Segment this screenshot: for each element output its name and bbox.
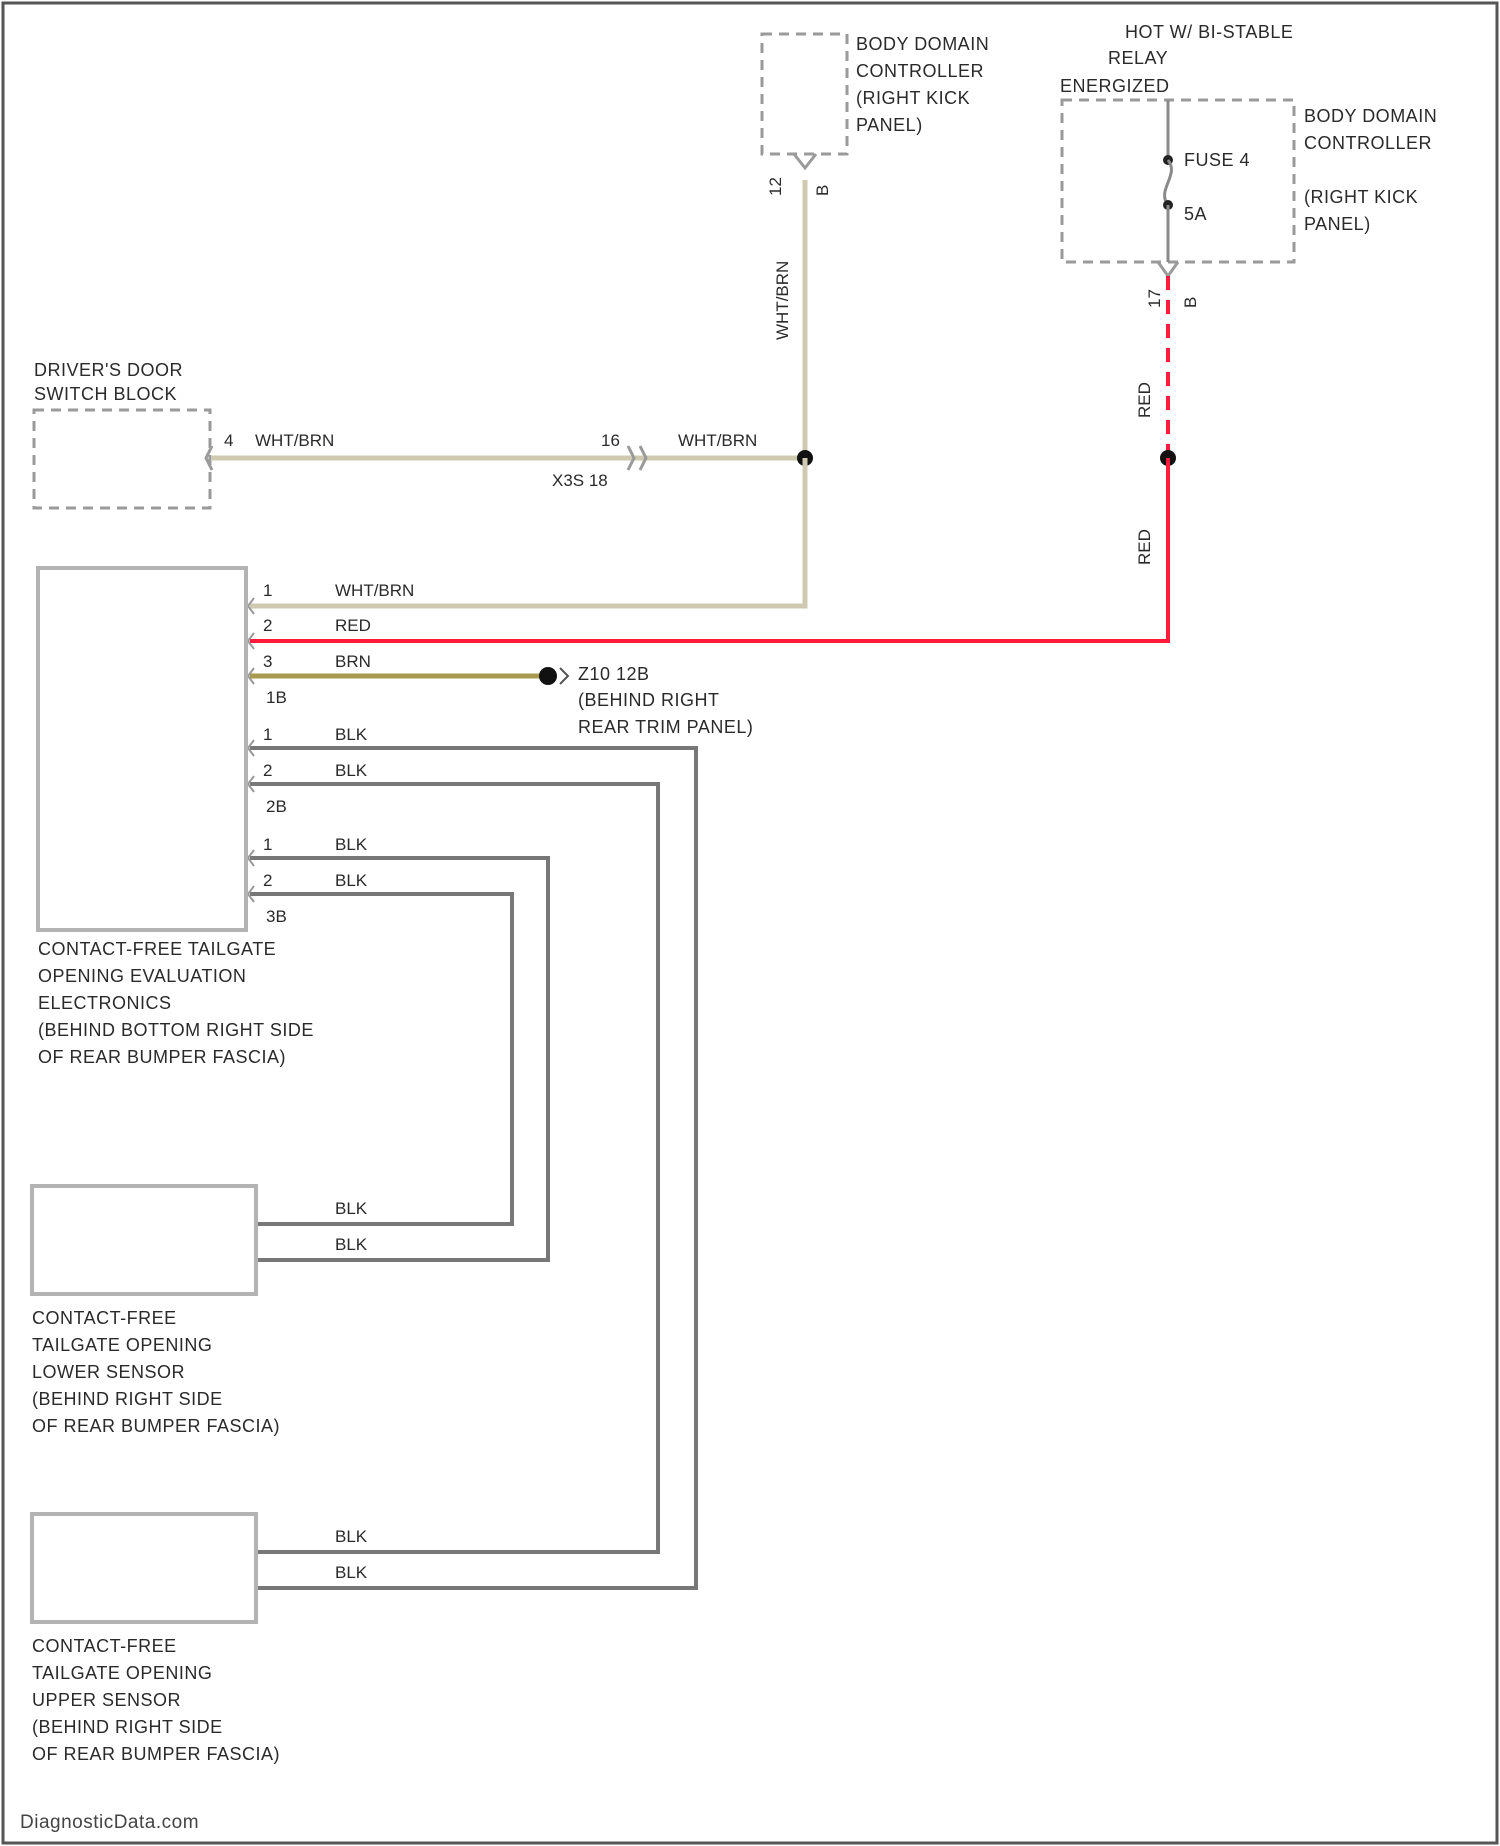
bdc-right-label-3: (RIGHT KICK	[1304, 187, 1418, 207]
wire-label-blk-lower-1: BLK	[335, 1199, 368, 1218]
wire-label-red-lower: RED	[1135, 529, 1154, 565]
wire-blk-2b-2	[250, 784, 658, 1552]
hot-relay-label-2: RELAY	[1108, 48, 1168, 68]
wire-blk-2b-1	[250, 748, 696, 1588]
door-switch-box	[34, 410, 210, 508]
hot-relay-label-3: ENERGIZED	[1060, 76, 1170, 96]
wire-blk-3b-1	[250, 858, 548, 1260]
bdc-right-conn: B	[1181, 297, 1200, 308]
bdc-top-label-4: PANEL)	[856, 115, 923, 135]
body-domain-controller-right: HOT W/ BI-STABLE RELAY ENERGIZED BODY DO…	[1060, 22, 1437, 308]
wire-label-blk-2b-2: BLK	[335, 761, 368, 780]
upper-label-1: CONTACT-FREE	[32, 1636, 177, 1656]
conn2-pin2: 2	[263, 761, 272, 780]
wire-label-blk-upper-2: BLK	[335, 1563, 368, 1582]
inline-pin: 16	[601, 431, 620, 450]
fuse-rating: 5A	[1184, 204, 1207, 224]
drivers-door-switch-block: DRIVER'S DOOR SWITCH BLOCK 4	[34, 360, 233, 508]
eval-label-2: OPENING EVALUATION	[38, 966, 246, 986]
wire-label-blk-3b-2: BLK	[335, 871, 368, 890]
wire-label-wht-brn-inline: WHT/BRN	[678, 431, 757, 450]
upper-label-3: UPPER SENSOR	[32, 1690, 181, 1710]
bdc-top-label-2: CONTROLLER	[856, 61, 984, 81]
ground-symbol	[560, 668, 568, 684]
upper-label-5: OF REAR BUMPER FASCIA)	[32, 1744, 280, 1764]
lower-sensor-box	[32, 1186, 256, 1294]
watermark: DiagnosticData.com	[20, 1812, 199, 1833]
wire-label-wht-brn-vertical: WHT/BRN	[773, 261, 792, 340]
upper-sensor-module: CONTACT-FREE TAILGATE OPENING UPPER SENS…	[32, 1514, 280, 1764]
bdc-top-connector-symbol	[794, 154, 816, 168]
eval-label-3: ELECTRONICS	[38, 993, 172, 1013]
body-domain-controller-top: BODY DOMAIN CONTROLLER (RIGHT KICK PANEL…	[762, 34, 989, 196]
wire-label-red-eval: RED	[335, 616, 371, 635]
wire-label-blk-3b-1: BLK	[335, 835, 368, 854]
wire-label-blk-upper-1: BLK	[335, 1527, 368, 1546]
conn1-pin3: 3	[263, 652, 272, 671]
lower-label-5: OF REAR BUMPER FASCIA)	[32, 1416, 280, 1436]
bdc-top-label-3: (RIGHT KICK	[856, 88, 970, 108]
door-pin: 4	[224, 431, 233, 450]
bdc-top-conn: B	[813, 185, 832, 196]
inline-conn: X3S 18	[552, 471, 608, 490]
upper-label-4: (BEHIND RIGHT SIDE	[32, 1717, 223, 1737]
conn-3b: 3B	[266, 907, 287, 926]
bdc-right-pin: 17	[1145, 289, 1164, 308]
lower-sensor-module: CONTACT-FREE TAILGATE OPENING LOWER SENS…	[32, 1186, 280, 1436]
door-label-2: SWITCH BLOCK	[34, 384, 177, 404]
conn1-pin2: 2	[263, 616, 272, 635]
fuse-name: FUSE 4	[1184, 150, 1250, 170]
conn1-pin1: 1	[263, 581, 272, 600]
bdc-top-label-1: BODY DOMAIN	[856, 34, 989, 54]
bdc-right-label-4: PANEL)	[1304, 214, 1371, 234]
conn-2b: 2B	[266, 797, 287, 816]
conn2-pin1: 1	[263, 725, 272, 744]
bdc-right-label-1: BODY DOMAIN	[1304, 106, 1437, 126]
bdc-right-label-2: CONTROLLER	[1304, 133, 1432, 153]
lower-label-4: (BEHIND RIGHT SIDE	[32, 1389, 223, 1409]
ground-label-1: Z10 12B	[578, 664, 650, 684]
wire-label-red-upper: RED	[1135, 382, 1154, 418]
lower-label-2: TAILGATE OPENING	[32, 1335, 212, 1355]
upper-sensor-box	[32, 1514, 256, 1622]
door-label-1: DRIVER'S DOOR	[34, 360, 183, 380]
wire-blk-3b-2	[250, 894, 512, 1224]
eval-label-5: OF REAR BUMPER FASCIA)	[38, 1047, 286, 1067]
fuse-4-symbol	[1165, 160, 1172, 205]
eval-label-4: (BEHIND BOTTOM RIGHT SIDE	[38, 1020, 314, 1040]
wire-label-blk-lower-2: BLK	[335, 1235, 368, 1254]
body-domain-controller-right-box	[1062, 100, 1294, 262]
wire-label-wht-brn-eval: WHT/BRN	[335, 581, 414, 600]
eval-label-1: CONTACT-FREE TAILGATE	[38, 939, 276, 959]
ground-point	[539, 667, 557, 685]
body-domain-controller-top-box	[762, 34, 847, 154]
wire-red-to-eval	[250, 458, 1168, 641]
upper-label-2: TAILGATE OPENING	[32, 1663, 212, 1683]
wire-label-wht-brn-door: WHT/BRN	[255, 431, 334, 450]
wire-label-blk-2b-1: BLK	[335, 725, 368, 744]
wire-wht-brn-to-eval	[250, 458, 805, 606]
conn3-pin2: 2	[263, 871, 272, 890]
lower-label-3: LOWER SENSOR	[32, 1362, 185, 1382]
conn3-pin1: 1	[263, 835, 272, 854]
hot-relay-label-1: HOT W/ BI-STABLE	[1125, 22, 1293, 42]
wire-label-brn: BRN	[335, 652, 371, 671]
evaluation-electronics-box	[38, 568, 246, 930]
ground-label-2: (BEHIND RIGHT	[578, 690, 720, 710]
bdc-top-pin: 12	[766, 177, 785, 196]
lower-label-1: CONTACT-FREE	[32, 1308, 177, 1328]
bdc-right-connector-symbol	[1158, 262, 1178, 276]
ground-label-3: REAR TRIM PANEL)	[578, 717, 753, 737]
conn-1b: 1B	[266, 688, 287, 707]
